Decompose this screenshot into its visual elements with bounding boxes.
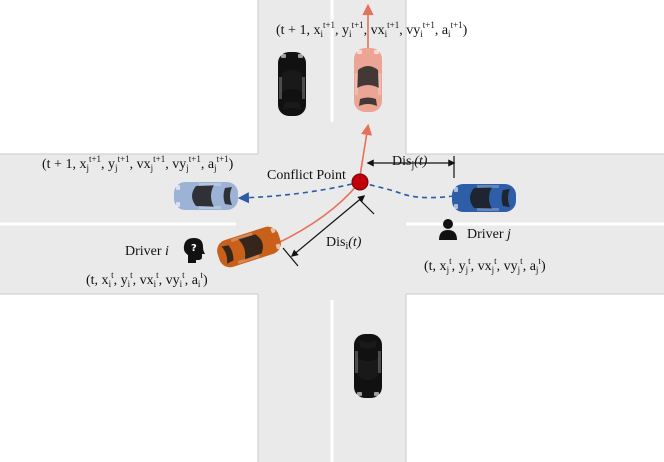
- state-i-now: (t, xit, yit, vxit, vyit, ait): [86, 270, 208, 289]
- distance-dis-j: [366, 156, 456, 178]
- dis-i-label: Disi(t): [326, 235, 362, 252]
- path-j-to-next: [237, 183, 353, 204]
- question-head-icon: ?: [183, 238, 205, 263]
- dis-j-label: Disj(t): [392, 154, 428, 171]
- distance-dis-i: [282, 195, 375, 267]
- svg-text:?: ?: [191, 243, 197, 254]
- state-j-now: (t, xjt, yjt, vxjt, vyjt, ajt): [424, 256, 546, 275]
- car-j-now: [452, 184, 516, 212]
- car-i-next: [354, 48, 382, 112]
- driver-i-label: Driver i: [125, 244, 169, 259]
- driver-j-label: Driver j: [467, 227, 511, 242]
- state-j-next: (t + 1, xjt+1, yjt+1, vxjt+1, vyjt+1, aj…: [42, 154, 234, 173]
- person-icon: [439, 219, 457, 240]
- conflict-point-label: Conflict Point: [267, 168, 346, 183]
- path-i-to-next: [359, 123, 373, 177]
- car-black-bottom: [354, 334, 382, 398]
- state-i-next: (t + 1, xit+1, yit+1, vxit+1, vyit+1, ai…: [276, 20, 468, 39]
- car-black-top: [278, 52, 306, 116]
- car-j-next: [174, 182, 238, 210]
- path-j-to-conflict: [365, 183, 455, 199]
- conflict-point-marker: [351, 173, 369, 191]
